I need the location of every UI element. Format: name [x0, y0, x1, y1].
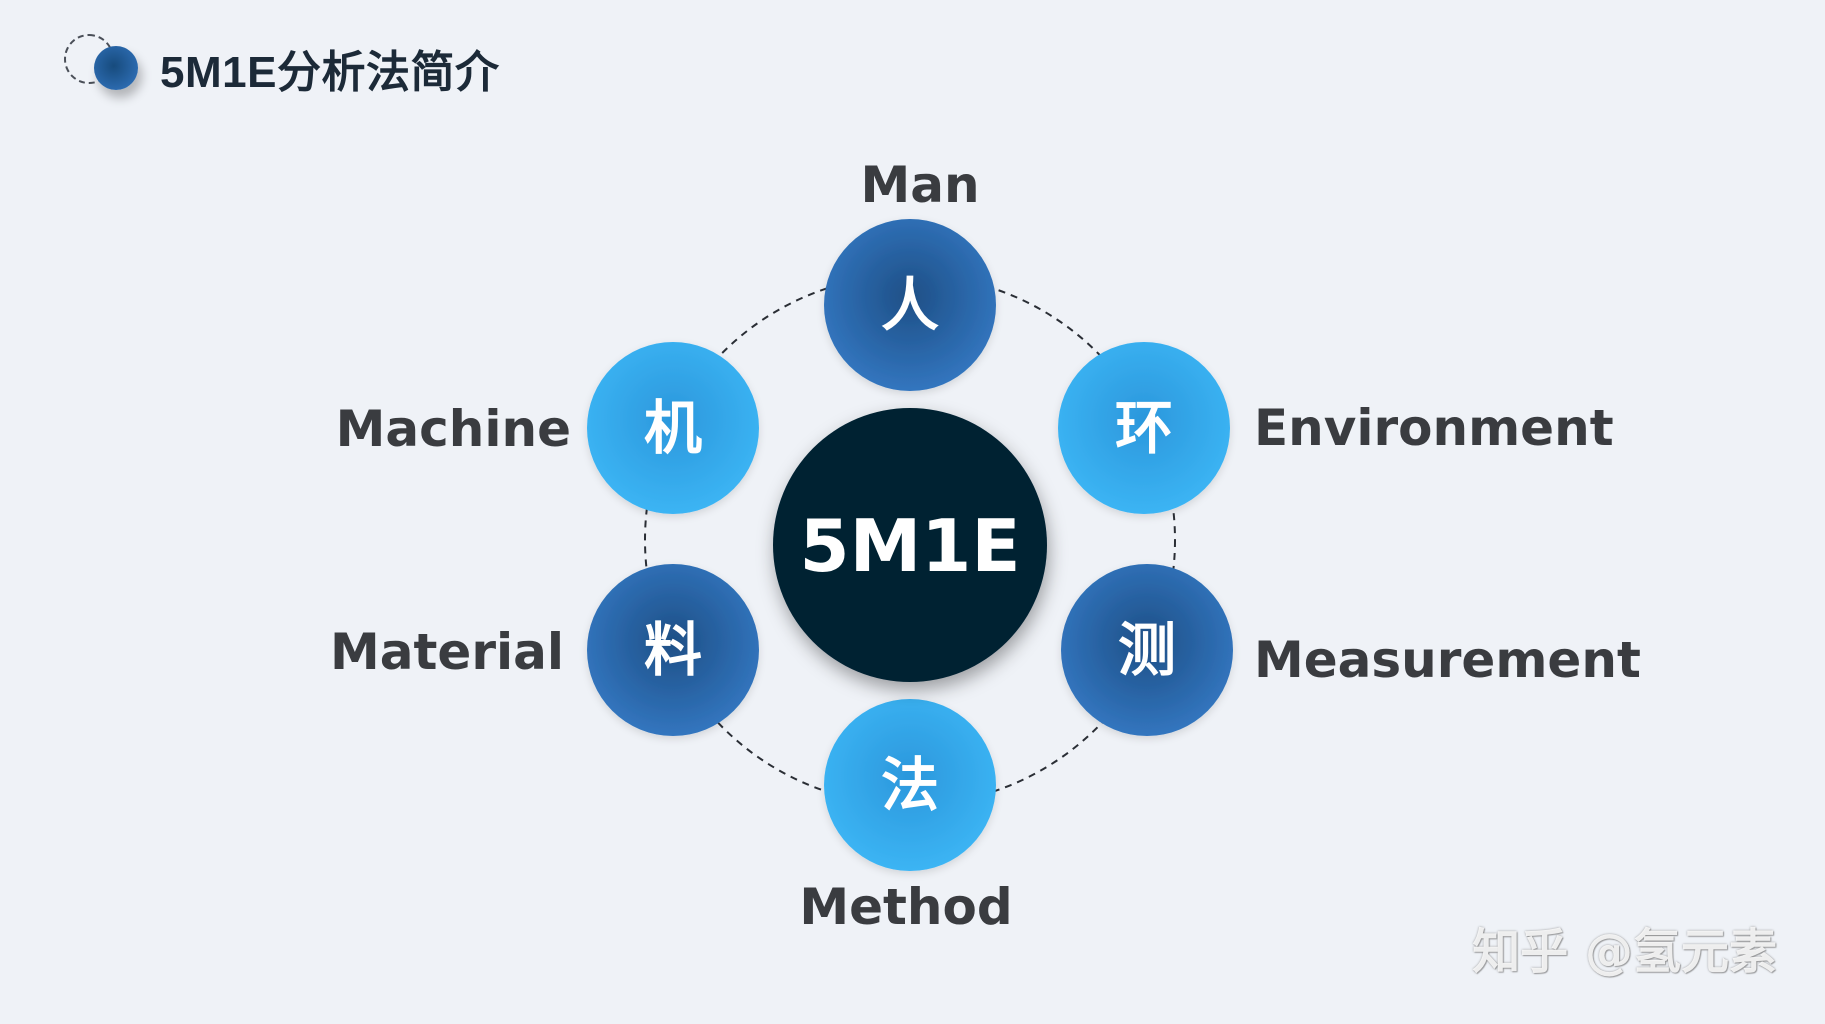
center-circle [773, 408, 1047, 682]
node-circle-environment [1058, 342, 1230, 514]
node-circle-man [824, 219, 996, 391]
center-hub: 5M1E [773, 408, 1047, 682]
node-zh-label-measurement: 测 [1118, 616, 1176, 684]
node-zh-label-machine: 机 [644, 394, 702, 462]
node-measurement: 测 Measurement [1061, 564, 1641, 736]
node-circle-machine [587, 342, 759, 514]
node-en-label-method: Method [799, 878, 1012, 936]
node-en-label-man: Man [860, 156, 979, 214]
node-en-label-measurement: Measurement [1254, 631, 1641, 689]
node-en-label-environment: Environment [1254, 399, 1614, 457]
node-machine: 机 Machine [336, 342, 759, 514]
center-label: 5M1E [799, 504, 1020, 588]
node-man: 人 Man [824, 156, 996, 391]
node-en-label-material: Material [330, 623, 564, 681]
node-method: 法 Method [799, 699, 1013, 936]
node-zh-label-man: 人 [881, 271, 939, 339]
node-circle-measurement [1061, 564, 1233, 736]
watermark: 知乎 @氢元素 [1472, 924, 1777, 980]
node-zh-label-environment: 环 [1115, 394, 1173, 462]
node-environment: 环 Environment [1058, 342, 1614, 514]
title-bullet-icon [64, 34, 144, 94]
node-material: 料 Material [330, 564, 759, 736]
node-zh-label-material: 料 [644, 616, 702, 684]
node-zh-label-method: 法 [881, 751, 939, 819]
node-circle-method [824, 699, 996, 871]
page-title: 5M1E分析法简介 [160, 48, 500, 97]
node-en-label-machine: Machine [336, 400, 571, 458]
node-circle-material [587, 564, 759, 736]
blue-dot-icon [94, 46, 138, 90]
